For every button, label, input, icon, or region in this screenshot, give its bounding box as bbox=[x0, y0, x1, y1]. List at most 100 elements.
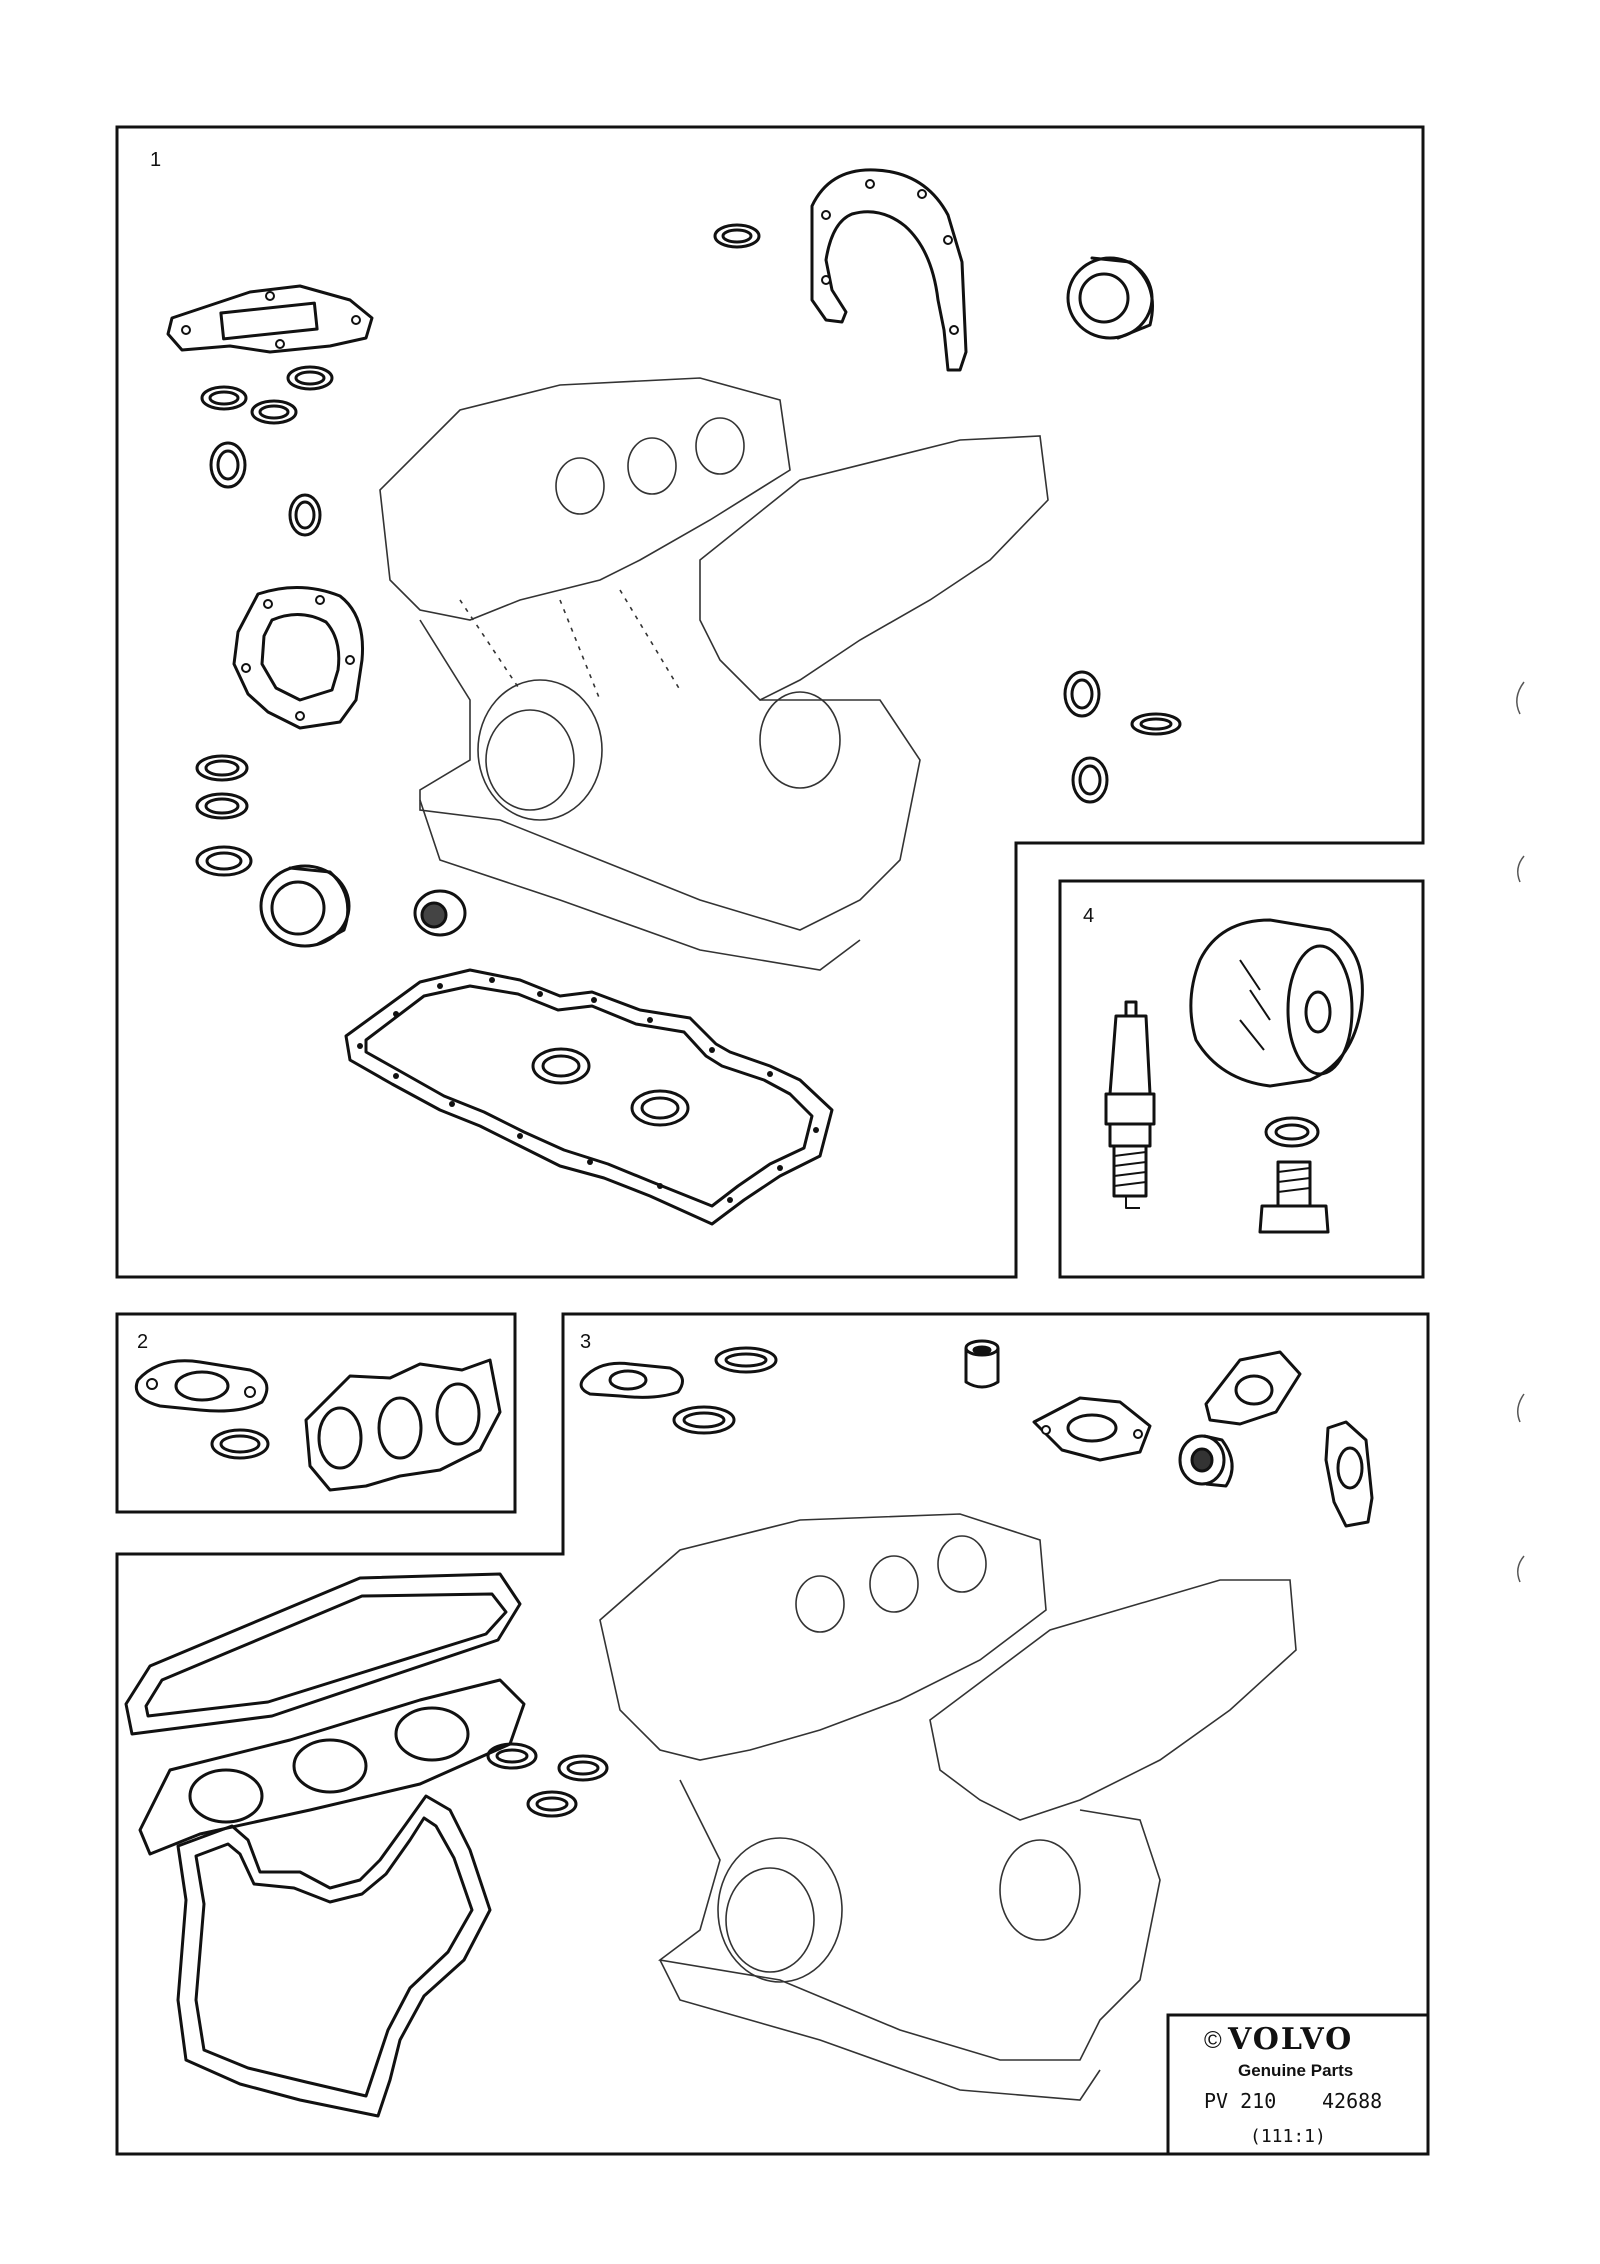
o-ring bbox=[216, 449, 240, 481]
o-ring bbox=[195, 792, 249, 820]
bolt-hole bbox=[351, 315, 361, 325]
part-code-number: 42688 bbox=[1322, 2089, 1382, 2113]
rear-crank-seal bbox=[270, 880, 326, 936]
bolt-hole bbox=[146, 1378, 158, 1390]
rear-crank-seal bbox=[288, 866, 350, 946]
bolt-hole bbox=[821, 210, 831, 220]
bolt-hole bbox=[295, 711, 305, 721]
footer-box bbox=[1166, 2013, 1430, 2156]
o-ring bbox=[541, 1054, 581, 1078]
o-ring bbox=[205, 851, 243, 871]
o-ring bbox=[288, 493, 322, 537]
drain-plug-washer bbox=[1264, 1116, 1320, 1148]
thermostat-gasket bbox=[1234, 1374, 1274, 1406]
pilot-bearing bbox=[420, 901, 448, 929]
bolt-hole bbox=[1041, 1425, 1051, 1435]
o-ring bbox=[495, 1748, 529, 1764]
genuine-parts-label: Genuine Parts bbox=[1238, 2061, 1353, 2080]
bolt-hole bbox=[449, 1101, 455, 1107]
o-ring bbox=[526, 1790, 578, 1818]
bolt-hole bbox=[244, 1386, 256, 1398]
oil-pan-gasket bbox=[344, 968, 834, 1226]
bolt-hole bbox=[865, 179, 875, 189]
bolt-hole bbox=[917, 189, 927, 199]
bolt-hole bbox=[275, 339, 285, 349]
o-ring bbox=[219, 1434, 261, 1454]
cover-gasket bbox=[1066, 1413, 1118, 1443]
exhaust-flange-gasket bbox=[134, 1359, 269, 1413]
panel-2-label: 2 bbox=[137, 1331, 148, 1353]
o-ring bbox=[682, 1411, 726, 1429]
o-ring bbox=[1130, 712, 1182, 736]
scan-mark bbox=[1516, 681, 1525, 715]
o-ring bbox=[721, 228, 753, 244]
o-ring bbox=[531, 1047, 591, 1085]
o-ring bbox=[204, 759, 240, 777]
drain-plug-washer bbox=[1274, 1123, 1310, 1141]
bolt-hole bbox=[821, 275, 831, 285]
scan-mark bbox=[1517, 1393, 1525, 1423]
crankshaft-seal bbox=[1078, 272, 1130, 324]
flange-gasket bbox=[608, 1369, 648, 1391]
frame-panel-1 bbox=[115, 125, 1425, 1279]
o-ring bbox=[200, 385, 248, 411]
cylinder-bore bbox=[188, 1768, 264, 1824]
o-ring bbox=[724, 1352, 768, 1368]
bolt-hole bbox=[489, 977, 495, 983]
cylinder-bore bbox=[292, 1738, 368, 1794]
o-ring bbox=[208, 390, 240, 406]
o-ring bbox=[195, 754, 249, 782]
exhaust-flange-gasket bbox=[174, 1370, 230, 1402]
exhaust-port bbox=[435, 1382, 481, 1446]
bolt-hole bbox=[647, 1017, 653, 1023]
timing-cover-gasket bbox=[194, 1816, 474, 2098]
water-pump-gasket bbox=[260, 613, 341, 702]
panel-3-label: 3 bbox=[580, 1331, 591, 1353]
bolt-hole bbox=[181, 325, 191, 335]
o-ring bbox=[195, 845, 253, 877]
o-ring bbox=[1078, 764, 1102, 796]
oil-filter bbox=[1189, 918, 1364, 1088]
bolt-hole bbox=[357, 1043, 363, 1049]
cylinder-head-gasket bbox=[138, 1678, 526, 1856]
scan-mark bbox=[1517, 855, 1525, 883]
o-ring bbox=[286, 365, 334, 391]
bolt-hole bbox=[537, 991, 543, 997]
timing-cover-gasket bbox=[810, 168, 968, 372]
o-ring bbox=[557, 1754, 609, 1782]
o-ring bbox=[1070, 678, 1094, 710]
panel-4-label: 4 bbox=[1083, 905, 1094, 927]
timing-cover-gasket bbox=[176, 1794, 492, 2118]
o-ring bbox=[640, 1096, 680, 1120]
exhaust-port bbox=[377, 1396, 423, 1460]
o-ring bbox=[210, 1428, 270, 1460]
o-ring bbox=[713, 223, 761, 249]
part-code-prefix: PV 210 bbox=[1204, 2089, 1276, 2113]
cylinder-bore bbox=[394, 1706, 470, 1762]
o-ring bbox=[258, 404, 290, 420]
scan-mark bbox=[1517, 1555, 1525, 1583]
bolt-hole bbox=[591, 997, 597, 1003]
bolt-hole bbox=[949, 325, 959, 335]
thermostat-gasket-opening bbox=[219, 301, 319, 341]
bolt-hole bbox=[393, 1073, 399, 1079]
drain-plug bbox=[1258, 1160, 1330, 1234]
o-ring bbox=[250, 399, 298, 425]
bolt-hole bbox=[767, 1071, 773, 1077]
outlet-gasket bbox=[1336, 1446, 1364, 1490]
oil-pan-gasket bbox=[364, 984, 814, 1208]
bolt-hole bbox=[437, 983, 443, 989]
exhaust-manifold-gasket bbox=[304, 1358, 502, 1492]
oil-filter bbox=[1304, 990, 1332, 1034]
bolt-hole bbox=[345, 655, 355, 665]
bolt-hole bbox=[657, 1183, 663, 1189]
bolt-hole bbox=[265, 291, 275, 301]
valve-cover-gasket bbox=[124, 1572, 522, 1736]
bolt-hole bbox=[517, 1133, 523, 1139]
frame-panel-4 bbox=[1058, 879, 1425, 1279]
pilot-bearing bbox=[413, 889, 467, 937]
frame-panel-2 bbox=[115, 1312, 517, 1514]
valve-cover-gasket bbox=[144, 1592, 508, 1718]
o-ring bbox=[566, 1760, 600, 1776]
